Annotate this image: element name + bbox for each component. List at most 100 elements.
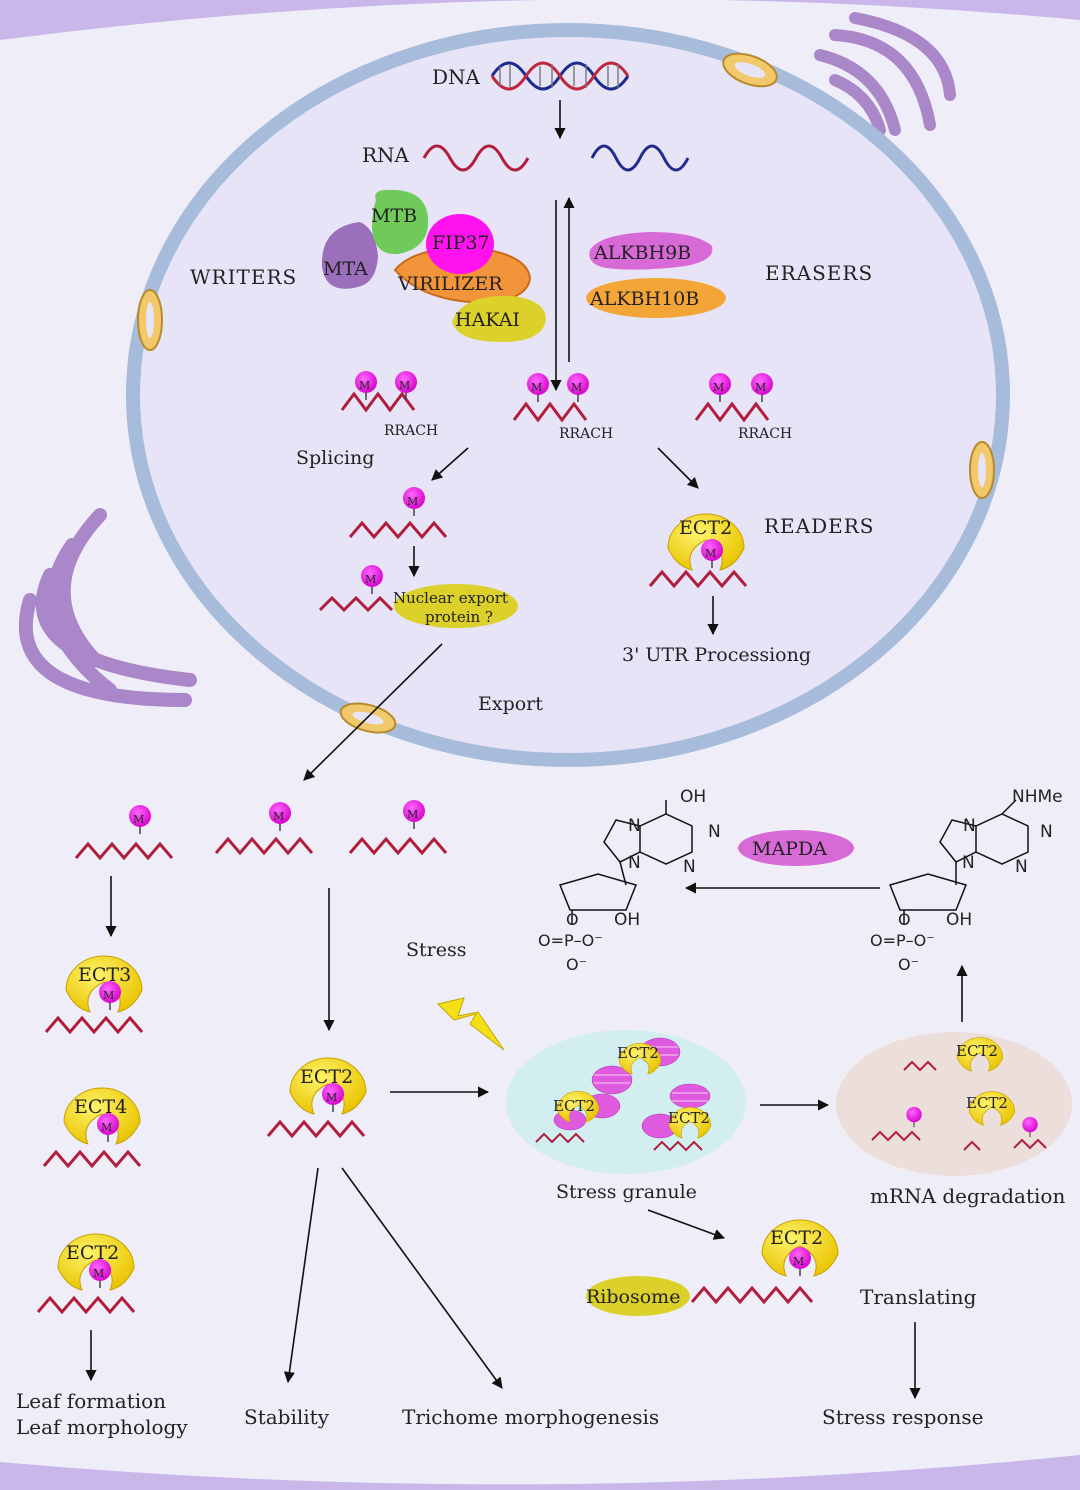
splicing-label: Splicing	[296, 447, 374, 469]
ribosome	[586, 1276, 690, 1316]
mta-shape	[321, 222, 378, 289]
m6a-mark: M	[273, 810, 284, 823]
eraser-label: ALKBH9B	[593, 242, 691, 264]
m6a-mark: M	[399, 379, 410, 392]
outcome-label: Leaf morphology	[16, 1415, 188, 1439]
chem-phosphate: O⁻	[898, 955, 919, 974]
m6a-mark: M	[793, 1255, 804, 1268]
chem-phosphate: O	[898, 910, 911, 929]
eraser-label: ALKBH10B	[589, 288, 699, 310]
nuclear-export-label: Nuclear export	[393, 589, 508, 607]
rna-strand	[590, 144, 690, 172]
reader-ect2: ECT2 M	[266, 1057, 367, 1139]
m6a-mark: M	[531, 381, 542, 394]
chem-phosphate: O	[566, 910, 579, 929]
nucleus	[126, 23, 1010, 767]
m6a-mark: M	[103, 989, 114, 1002]
cell-membrane-bottom	[0, 1455, 1080, 1490]
alkbh9b-shape	[589, 232, 713, 270]
outcome-label: Stability	[244, 1405, 330, 1429]
m6a-mark: M	[713, 381, 724, 394]
writer-label: HAKAI	[455, 309, 520, 331]
lightning-icon	[437, 997, 505, 1051]
m6a-mark: M	[407, 495, 418, 508]
motif-label: RRACH	[738, 426, 792, 442]
m6a-mark: M	[407, 808, 418, 821]
chem-atom-label: N	[1040, 822, 1053, 842]
motif-label: RRACH	[384, 423, 438, 439]
mtb-shape	[372, 189, 429, 255]
eraser-complex: ALKBH9B ALKBH10B	[586, 232, 726, 318]
reader-label: ECT3	[78, 964, 131, 986]
nuclear-export-label: protein ?	[425, 608, 493, 626]
chem-group-label: OH	[614, 910, 640, 930]
cytoplasm-mrna: M	[348, 799, 448, 856]
translating-label: Translating	[860, 1285, 977, 1309]
reader-ect2: ECT2 M	[36, 1233, 136, 1315]
hakai-shape	[452, 295, 546, 342]
outcome-label: Stress response	[822, 1405, 984, 1429]
nuclear-pore-icon	[137, 289, 163, 351]
writer-label: MTA	[323, 258, 368, 280]
readers-label: READERS	[764, 514, 875, 538]
reader-label: ECT2	[300, 1066, 353, 1088]
m6a-mark: M	[359, 379, 370, 392]
chem-atom-label: N	[962, 853, 975, 873]
methylated-rna: M	[348, 486, 448, 540]
chem-phosphate: O⁻	[566, 955, 587, 974]
methylated-rna: RRACH M M	[694, 372, 792, 442]
cell-membrane-top	[0, 0, 1080, 40]
fip37-shape	[426, 214, 494, 274]
stress-granule	[506, 1030, 746, 1174]
utr-processing-label: 3' UTR Processiong	[622, 644, 811, 666]
chem-phosphate: O=P–O⁻	[538, 931, 603, 950]
mrna-degradation-contents: ECT2 ECT2	[871, 1037, 1047, 1151]
writer-label: FIP37	[432, 232, 490, 254]
stress-granule-contents: ECT2 ECT2 ECT2	[535, 1037, 712, 1152]
writer-label: MTB	[371, 205, 417, 227]
reader-label: ECT4	[74, 1096, 127, 1118]
reader-label: ECT2	[770, 1227, 823, 1249]
outcome-label: Trichome morphogenesis	[402, 1405, 659, 1429]
m6a-mark: M	[365, 573, 376, 586]
reader-ect3: ECT3 M	[44, 955, 144, 1035]
reader-label: ECT2	[668, 1109, 710, 1127]
reader-ect2: ECT2 M	[648, 513, 748, 589]
chem-atom-label: N	[708, 822, 721, 842]
reader-label: ECT2	[966, 1094, 1008, 1112]
nuclear-pore-icon	[722, 52, 778, 88]
mapda-shape	[738, 830, 854, 866]
stress-label: Stress	[406, 939, 466, 961]
alkbh10b-shape	[586, 278, 726, 318]
chem-phosphate: O=P–O⁻	[870, 931, 935, 950]
m6a-mark: M	[93, 1267, 104, 1280]
imp-molecule	[558, 800, 693, 925]
writer-complex: MTB MTA FIP37 VIRILIZER HAKAI	[321, 189, 546, 342]
m6a-mark: M	[326, 1091, 337, 1104]
ribosome-label: Ribosome	[586, 1286, 680, 1308]
methylated-rna: RRACH M M	[512, 372, 613, 442]
methylated-rna: RRACH M M	[340, 370, 438, 439]
m6a-mark: M	[705, 547, 716, 560]
chem-group-label: OH	[680, 787, 706, 807]
chem-atom-label: N	[1015, 857, 1028, 877]
chem-atom-label: N	[963, 816, 976, 836]
stress-granule-label: Stress granule	[556, 1181, 697, 1203]
m6a-mark: M	[571, 381, 582, 394]
reader-label: ECT2	[66, 1242, 119, 1264]
m6a-mark: M	[101, 1121, 112, 1134]
chem-group-label: OH	[946, 910, 972, 930]
chem-atom-label: N	[683, 857, 696, 877]
reader-label: ECT2	[956, 1042, 998, 1060]
export-label: Export	[478, 693, 543, 715]
m6a-mark: M	[133, 813, 144, 826]
chem-atom-label: N	[628, 816, 641, 836]
rna-label: RNA	[362, 143, 410, 167]
outcome-label: Leaf formation	[16, 1389, 166, 1413]
n6-methyl-amp-molecule	[888, 799, 1029, 925]
reader-ect4: ECT4 M	[42, 1087, 142, 1169]
mrna-degradation-label: mRNA degradation	[870, 1184, 1065, 1208]
writer-label: VIRILIZER	[397, 273, 503, 295]
m6a-mark: M	[755, 381, 766, 394]
